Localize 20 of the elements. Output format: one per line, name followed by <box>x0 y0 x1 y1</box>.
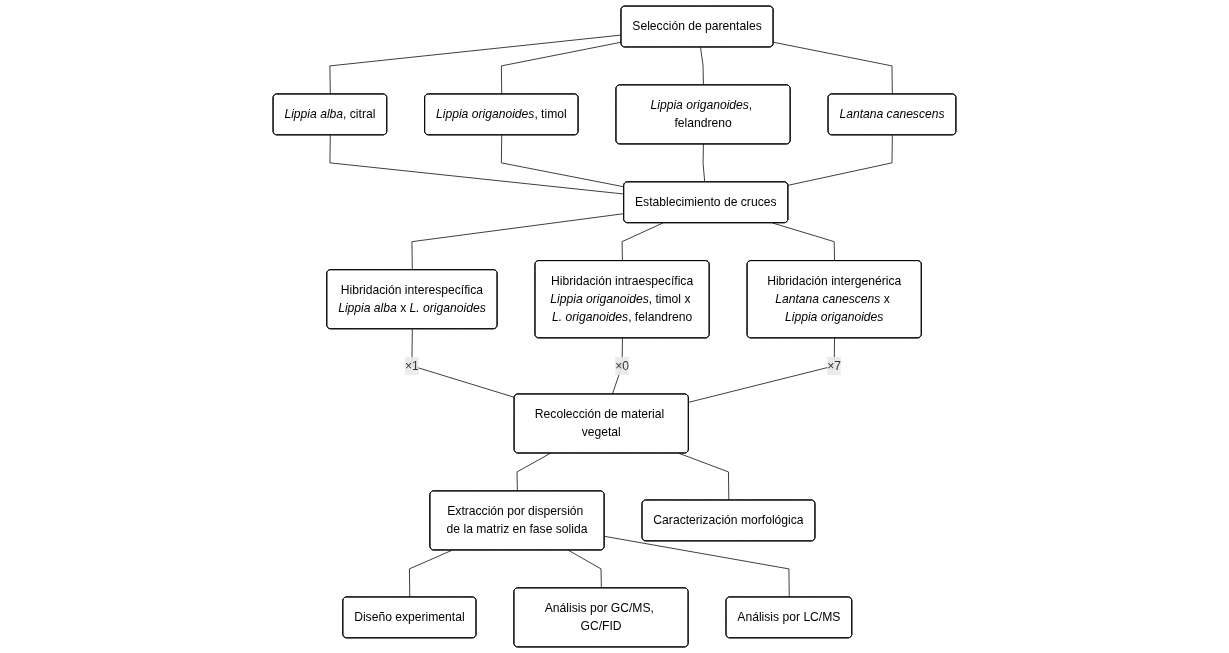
connector <box>501 41 622 95</box>
edge-label: ×7 <box>827 359 842 372</box>
connector <box>773 41 893 95</box>
connector <box>787 134 893 186</box>
edge-label: ×0 <box>615 359 629 372</box>
connector <box>411 213 625 271</box>
edge-label: ×1 <box>405 359 419 372</box>
connector <box>329 134 625 195</box>
connector <box>604 535 790 598</box>
connector <box>329 34 622 95</box>
connector <box>700 46 704 86</box>
connector <box>688 337 835 403</box>
connector <box>702 143 706 183</box>
connector <box>611 337 623 395</box>
connector <box>772 222 835 262</box>
connector <box>621 222 664 262</box>
connector <box>501 134 625 188</box>
connector <box>568 549 602 589</box>
connector <box>516 453 551 492</box>
connector <box>411 328 515 398</box>
